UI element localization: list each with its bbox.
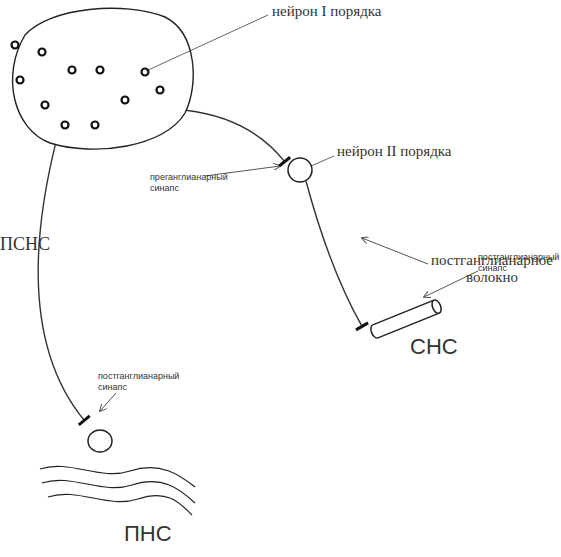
ganglion-neuron: нейрон II порядка (287, 157, 313, 183)
ganglion-neuron-outline (287, 157, 313, 183)
nerve-fiber (38, 144, 89, 424)
organ-wall-outline (40, 425, 195, 515)
organ-wall: ПНС (40, 425, 195, 515)
fiber-label: постганглианарное волокно (428, 252, 556, 286)
fiber-label: ПСНС (0, 236, 50, 253)
neuron-label: нейрон I порядка (272, 3, 382, 20)
nerve-fiber (306, 181, 368, 329)
pointer-arrow (205, 166, 280, 176)
system-label: СНС (410, 334, 458, 360)
nerve-fiber (186, 110, 290, 166)
cns-nucleus-outline (5, 5, 195, 153)
cns-nucleus: нейрон I порядка (5, 5, 195, 153)
synapse-label: постганглианарный синапс (98, 371, 168, 393)
leader-line (311, 156, 334, 166)
leader-line (146, 15, 268, 71)
synapse-label: преганглианарный синапс (150, 172, 210, 194)
effector-cylinder: СНС (365, 298, 447, 340)
pointer-arrow (100, 393, 116, 411)
system-label: ПНС (124, 521, 172, 547)
neuron-label: нейрон II порядка (337, 143, 452, 160)
pointer-arrow (362, 238, 428, 264)
effector-cylinder-outline (365, 298, 447, 340)
